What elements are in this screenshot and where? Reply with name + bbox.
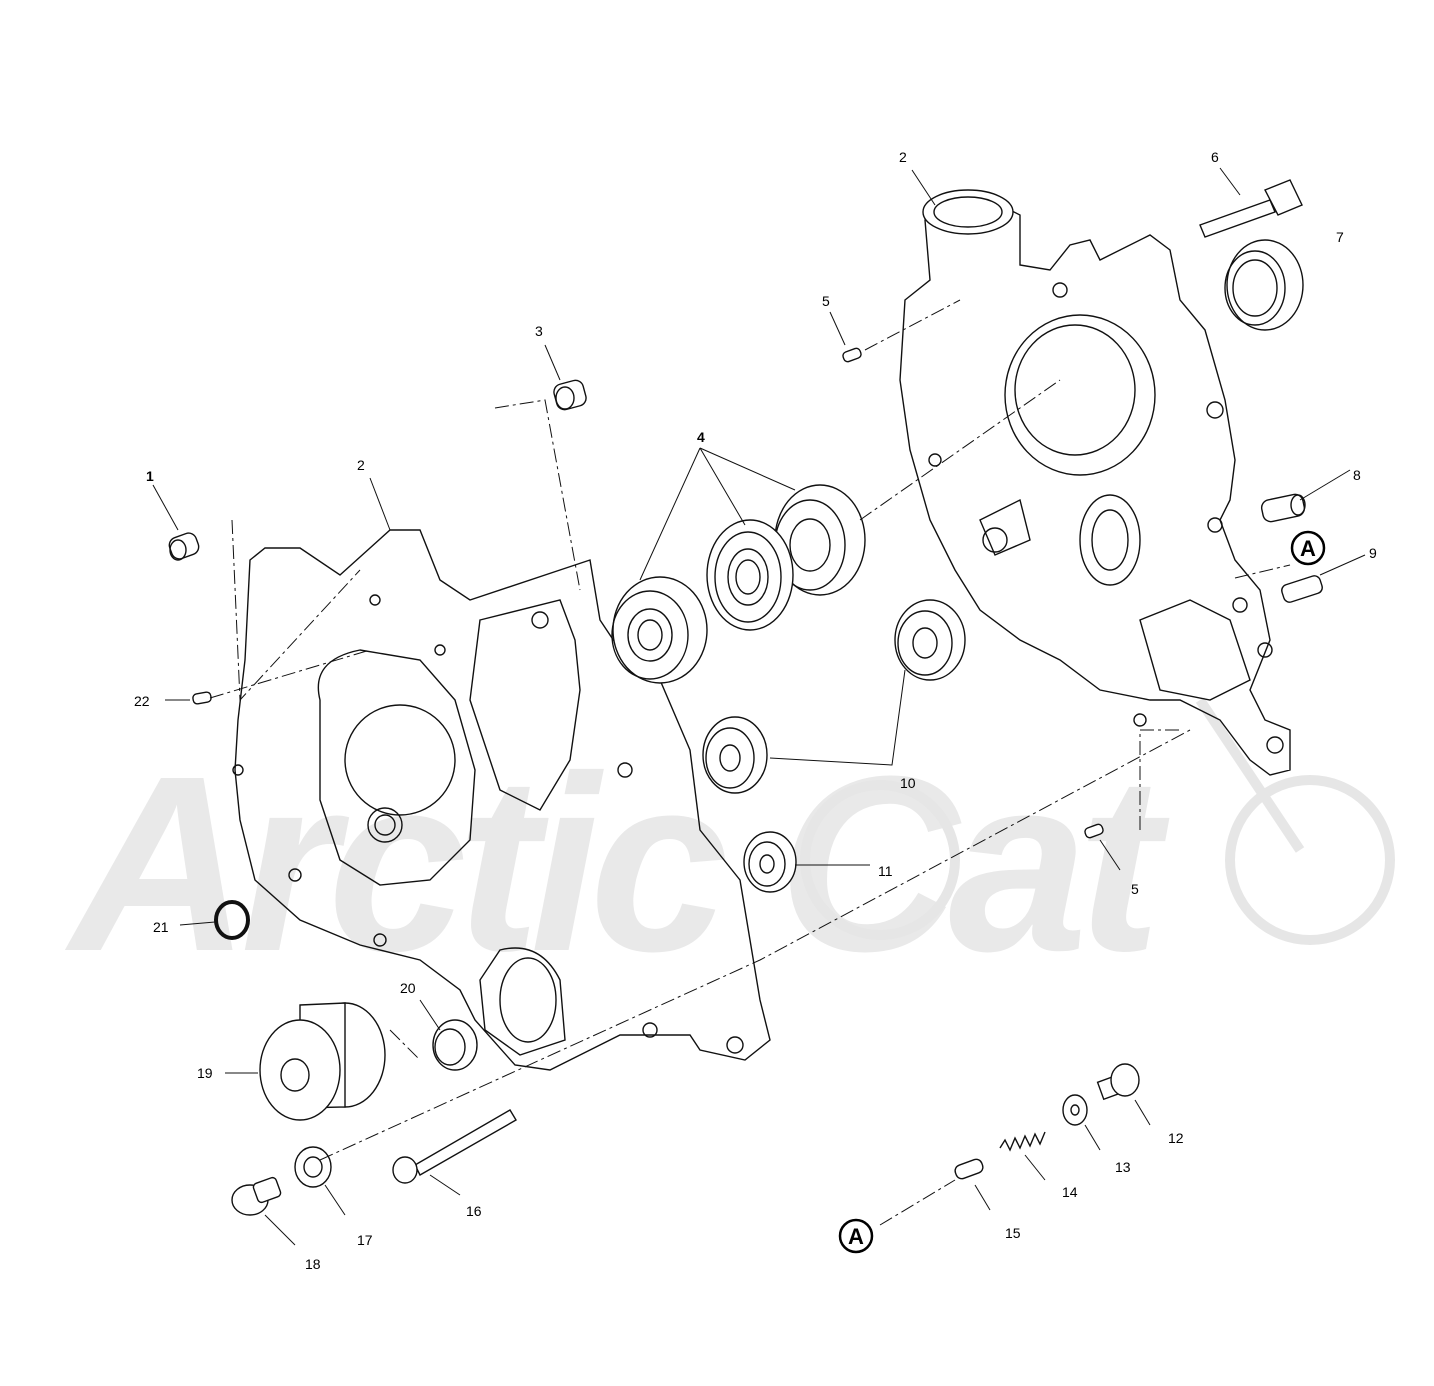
callout-12: 12 xyxy=(1168,1130,1184,1146)
callout-17: 17 xyxy=(357,1232,373,1248)
part-bearing-10b xyxy=(702,716,768,794)
callout-14: 14 xyxy=(1062,1184,1078,1200)
center-lines xyxy=(209,299,1291,1226)
callout-16: 16 xyxy=(466,1203,482,1219)
callout-21: 21 xyxy=(153,919,169,935)
callout-9: 9 xyxy=(1369,545,1377,561)
callout-5-bottom: 5 xyxy=(1131,881,1139,897)
callout-labels: 1 2 2 3 4 5 5 6 7 8 9 10 11 12 13 14 15 … xyxy=(134,149,1377,1272)
part-pin-22 xyxy=(192,691,212,705)
callout-1: 1 xyxy=(146,468,154,484)
callout-7: 7 xyxy=(1336,229,1344,245)
callout-4: 4 xyxy=(697,429,705,445)
watermark-wheel-left xyxy=(800,780,960,940)
part-seal-7 xyxy=(1224,239,1304,331)
part-bearing-4c xyxy=(706,519,794,631)
part-bolt-16 xyxy=(392,1109,517,1184)
part-dowel-1 xyxy=(168,532,200,561)
watermark-fork xyxy=(1195,697,1305,853)
watermark: Arctic Cat xyxy=(64,697,1395,1003)
part-filter-19 xyxy=(259,1002,386,1121)
part-spring-14 xyxy=(999,1131,1046,1152)
reference-letter: A xyxy=(848,1224,864,1249)
part-plunger-15 xyxy=(954,1158,984,1180)
part-sleeve-8 xyxy=(1260,493,1306,523)
callout-8: 8 xyxy=(1353,467,1361,483)
part-washer-17 xyxy=(294,1146,332,1188)
callout-5-top: 5 xyxy=(822,293,830,309)
part-plug-18 xyxy=(231,1176,282,1216)
part-bolt-12 xyxy=(1096,1063,1140,1101)
callout-6: 6 xyxy=(1211,149,1219,165)
callout-20: 20 xyxy=(400,980,416,996)
part-fitting-9 xyxy=(1281,575,1323,603)
callout-15: 15 xyxy=(1005,1225,1021,1241)
part-pin-5b xyxy=(1084,823,1104,839)
reference-marker-a-bottom: A xyxy=(838,1218,874,1254)
reference-circle xyxy=(838,1218,874,1254)
part-washer-13 xyxy=(1062,1094,1088,1126)
callout-10: 10 xyxy=(900,775,916,791)
callout-2-left: 2 xyxy=(357,457,365,473)
reference-circle xyxy=(1290,530,1326,566)
part-oring-21 xyxy=(214,900,250,940)
part-sleeve-3 xyxy=(553,379,587,411)
callout-19: 19 xyxy=(197,1065,213,1081)
watermark-wheel-right xyxy=(1225,775,1395,945)
part-seal-20 xyxy=(432,1019,478,1071)
part-bearing-4a xyxy=(611,576,708,684)
part-bearing-10a xyxy=(894,599,966,681)
leader-lines xyxy=(152,167,1366,1246)
callout-11: 11 xyxy=(878,863,893,879)
callout-18: 18 xyxy=(305,1256,321,1272)
reference-marker-a-top: A xyxy=(1290,530,1326,566)
callout-2-right: 2 xyxy=(899,149,907,165)
part-bearing-11 xyxy=(743,831,797,893)
watermark-text: Arctic Cat xyxy=(64,724,1170,1003)
reference-letter: A xyxy=(1300,536,1316,561)
callout-13: 13 xyxy=(1115,1159,1131,1175)
callout-3: 3 xyxy=(535,323,543,339)
left-crankcase xyxy=(232,529,771,1071)
part-bolt-6 xyxy=(1199,179,1303,238)
part-pin-5a xyxy=(842,347,862,363)
callout-22: 22 xyxy=(134,693,150,709)
